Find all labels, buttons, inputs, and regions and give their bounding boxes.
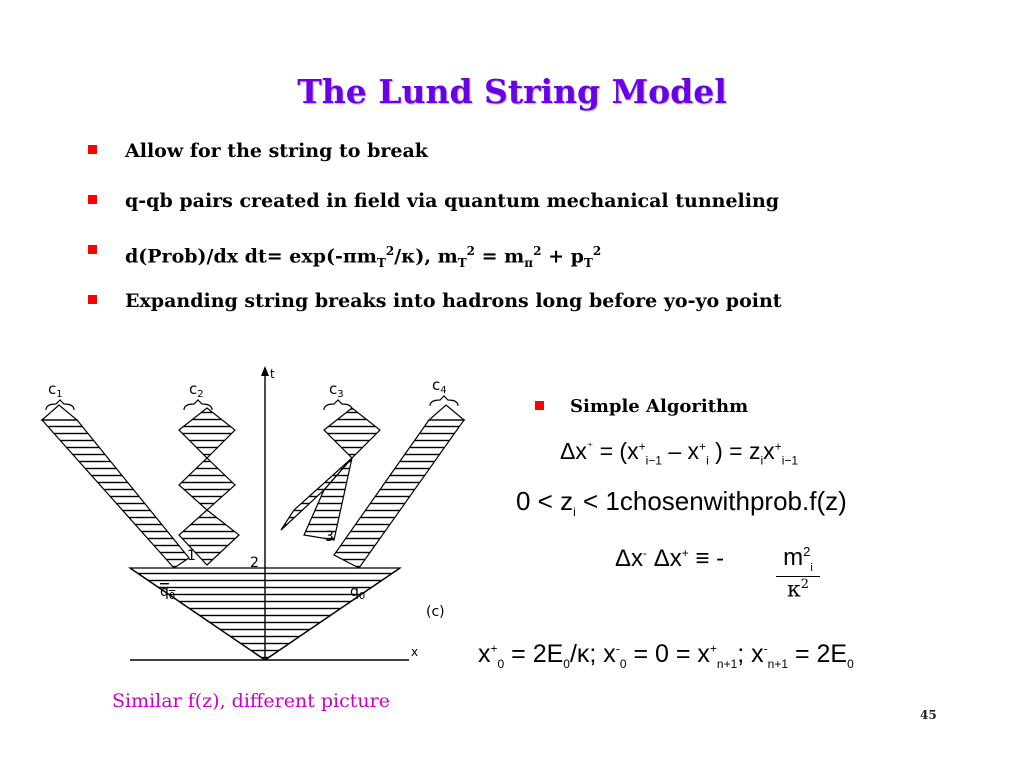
string-area xyxy=(323,407,381,459)
bullet-item: Allow for the string to break xyxy=(88,136,988,186)
vertex-label: 2 xyxy=(250,555,259,571)
brace xyxy=(183,399,213,411)
label-c2: c2 xyxy=(189,380,204,400)
vertex-label: 1 xyxy=(187,548,196,564)
fraction-numerator: m2i xyxy=(783,544,813,574)
axis-x-label: x xyxy=(411,645,418,659)
string-area xyxy=(178,457,236,511)
fraction-denominator: κ2 xyxy=(786,576,810,603)
string-area xyxy=(427,404,466,421)
bullet-text: q-qb pairs created in field via quantum … xyxy=(125,190,780,212)
bullet-list: Allow for the string to break q-qb pairs… xyxy=(88,136,988,336)
equation-delta-x-plus: Δx⁺ = (x+i−1 – x+i ) = zix+i−1 xyxy=(560,438,799,468)
bullet-text: Expanding string breaks into hadrons lon… xyxy=(125,290,782,312)
bullet-item: q-qb pairs created in field via quantum … xyxy=(88,186,988,236)
axis-t-label: t xyxy=(270,367,275,381)
bullet-square-icon xyxy=(88,195,97,204)
vertex-label: 3 xyxy=(325,529,334,545)
algorithm-label: Simple Algorithm xyxy=(570,396,749,417)
light-cone-line xyxy=(264,567,401,661)
string-area xyxy=(178,407,236,459)
quark-label-right: q0 xyxy=(350,584,365,602)
bullet-square-icon xyxy=(535,401,544,410)
equation-boundary-conditions: x+0 = 2E0/κ; x-0 = 0 = x+n+1; x-n+1 = 2E… xyxy=(478,640,854,671)
label-c3: c3 xyxy=(329,380,344,400)
string-area xyxy=(303,457,353,541)
brace xyxy=(429,395,459,407)
label-c4: c4 xyxy=(432,376,447,396)
figure-caption: Similar f(z), different picture xyxy=(112,690,390,712)
bullet-item: d(Prob)/dx dt= exp(-πmT2/κ), mT2 = mπ2 +… xyxy=(88,236,988,286)
string-area xyxy=(40,404,79,421)
string-area xyxy=(40,419,190,569)
string-breaking-diagram: c1 c2 c3 c4 t x 1 2 3 q0 q0 (c) xyxy=(40,366,466,661)
fraction-bar xyxy=(776,575,820,577)
page-number: 45 xyxy=(920,708,937,722)
bullet-square-icon xyxy=(88,245,97,254)
light-cone-line xyxy=(129,567,266,661)
equation-z-range: 0 < zi < 1chosenwithprob.f(z) xyxy=(516,486,847,520)
quark-label-left: q0 xyxy=(160,584,175,602)
bullet-item: Expanding string breaks into hadrons lon… xyxy=(88,286,988,336)
brace xyxy=(323,399,353,411)
slide-title: The Lund String Model xyxy=(297,72,727,111)
bullet-formula: d(Prob)/dx dt= exp(-πmT2/κ), mT2 = mπ2 +… xyxy=(125,244,602,271)
string-area xyxy=(178,509,240,566)
bullet-square-icon xyxy=(88,145,97,154)
panel-label: (c) xyxy=(426,604,445,620)
equation-fraction: m2i κ2 xyxy=(776,544,820,602)
t-axis-arrow-icon xyxy=(261,366,269,376)
equation-delta-product: Δx- Δx+ ≡ - xyxy=(615,545,725,572)
bullet-square-icon xyxy=(88,295,97,304)
brace xyxy=(45,399,75,411)
bullet-text: Allow for the string to break xyxy=(125,140,428,162)
label-c1: c1 xyxy=(48,380,63,400)
